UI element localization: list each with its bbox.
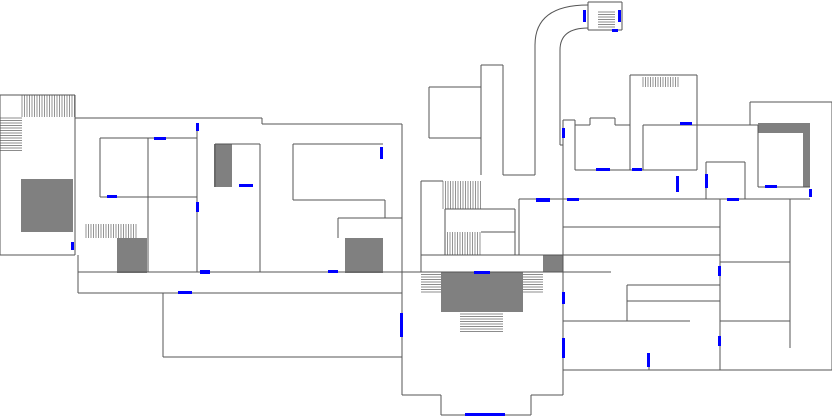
door (676, 176, 679, 192)
door (562, 292, 565, 304)
stairs-layer (0, 11, 679, 332)
curved-corridor (534, 4, 589, 145)
stairs (442, 181, 481, 209)
doors-layer (71, 10, 812, 416)
door (705, 174, 708, 188)
door (380, 147, 383, 159)
corridor-outer-wall (534, 4, 589, 145)
stairs (523, 271, 543, 293)
door (596, 168, 610, 171)
door (178, 291, 192, 294)
door (612, 29, 618, 32)
door (328, 270, 338, 273)
door (618, 10, 621, 22)
stairs (444, 232, 481, 255)
stairs (642, 77, 679, 87)
solid-block (543, 255, 563, 272)
solid-block (758, 123, 810, 133)
door (809, 189, 812, 197)
door (71, 242, 74, 250)
door (647, 353, 650, 367)
door (474, 271, 490, 274)
stairs (421, 271, 441, 293)
door (718, 336, 721, 346)
door (583, 10, 586, 22)
solid-block (21, 179, 73, 232)
door (765, 185, 777, 188)
door (465, 413, 505, 416)
door (567, 198, 579, 201)
door (154, 137, 166, 140)
door (400, 313, 403, 337)
door (239, 184, 253, 187)
stairs (21, 95, 75, 117)
solid-block (214, 144, 232, 187)
door (200, 270, 210, 274)
solid-block (117, 238, 147, 273)
solid-blocks-layer (21, 123, 810, 312)
corridor-inner-wall (559, 27, 589, 145)
door (196, 123, 199, 131)
solid-block (803, 133, 810, 187)
door (718, 266, 721, 276)
door (632, 168, 642, 171)
solid-block (345, 238, 383, 273)
stairs (598, 11, 615, 28)
door (562, 338, 565, 358)
door (196, 202, 199, 212)
door (680, 122, 692, 125)
door (727, 198, 739, 201)
solid-block (441, 272, 523, 312)
door (536, 198, 550, 202)
stairs (0, 117, 22, 151)
door (562, 128, 565, 138)
door (107, 195, 117, 198)
stairs (85, 224, 137, 238)
